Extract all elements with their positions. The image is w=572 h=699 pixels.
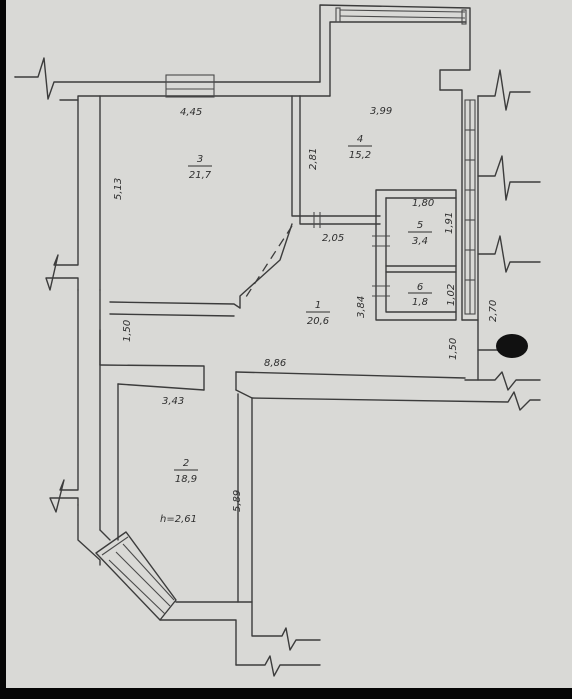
dim-3-84: 3,84 [356, 296, 367, 318]
room-2-label: 2 18,9 [174, 458, 198, 485]
room-area: 18,9 [175, 474, 197, 485]
room-number: 2 [183, 458, 189, 469]
photo-edge-left [0, 0, 6, 699]
dim-3-43: 3,43 [162, 396, 184, 407]
outer-walls [14, 4, 541, 677]
dim-4-45: 4,45 [180, 107, 202, 118]
room-number: 6 [417, 282, 423, 293]
inner-walls [99, 95, 457, 366]
dim-8-86: 8,86 [264, 358, 286, 369]
room-area: 20,6 [307, 316, 329, 327]
photo-edge-bottom [0, 688, 572, 699]
dim-3-99: 3,99 [370, 106, 392, 117]
paper [6, 0, 572, 688]
dim-2-70: 2,70 [488, 300, 499, 322]
dim-1-91: 1,91 [444, 212, 455, 234]
room-number: 3 [197, 154, 203, 165]
room-area: 1,8 [412, 297, 428, 308]
ceiling-height: h=2,61 [160, 514, 197, 525]
dim-2-81: 2,81 [308, 148, 319, 170]
dim-2-05: 2,05 [322, 233, 344, 244]
room-1-label: 1 20,6 [306, 300, 330, 327]
ink-blot [496, 334, 528, 358]
room-number: 4 [357, 134, 363, 145]
room-3-label: 3 21,7 [188, 154, 212, 181]
room-number: 1 [315, 300, 321, 311]
room-area: 21,7 [189, 170, 212, 181]
room-number: 5 [417, 220, 423, 231]
dim-5-13: 5,13 [113, 178, 124, 200]
dimensions: 4,45 3,99 5,13 2,81 1,80 1,91 2,05 1,02 … [113, 106, 499, 512]
dim-1-80: 1,80 [412, 198, 434, 209]
dim-5-89: 5,89 [232, 490, 243, 512]
room-5-label: 5 3,4 [408, 220, 432, 247]
dim-1-02: 1,02 [446, 284, 457, 306]
room-area: 15,2 [349, 150, 371, 161]
room-6-label: 6 1,8 [408, 282, 432, 308]
dim-1-50-right: 1,50 [448, 338, 459, 360]
room-area: 3,4 [412, 236, 428, 247]
room-4-label: 4 15,2 [348, 134, 372, 161]
dim-1-50-left: 1,50 [122, 320, 133, 342]
